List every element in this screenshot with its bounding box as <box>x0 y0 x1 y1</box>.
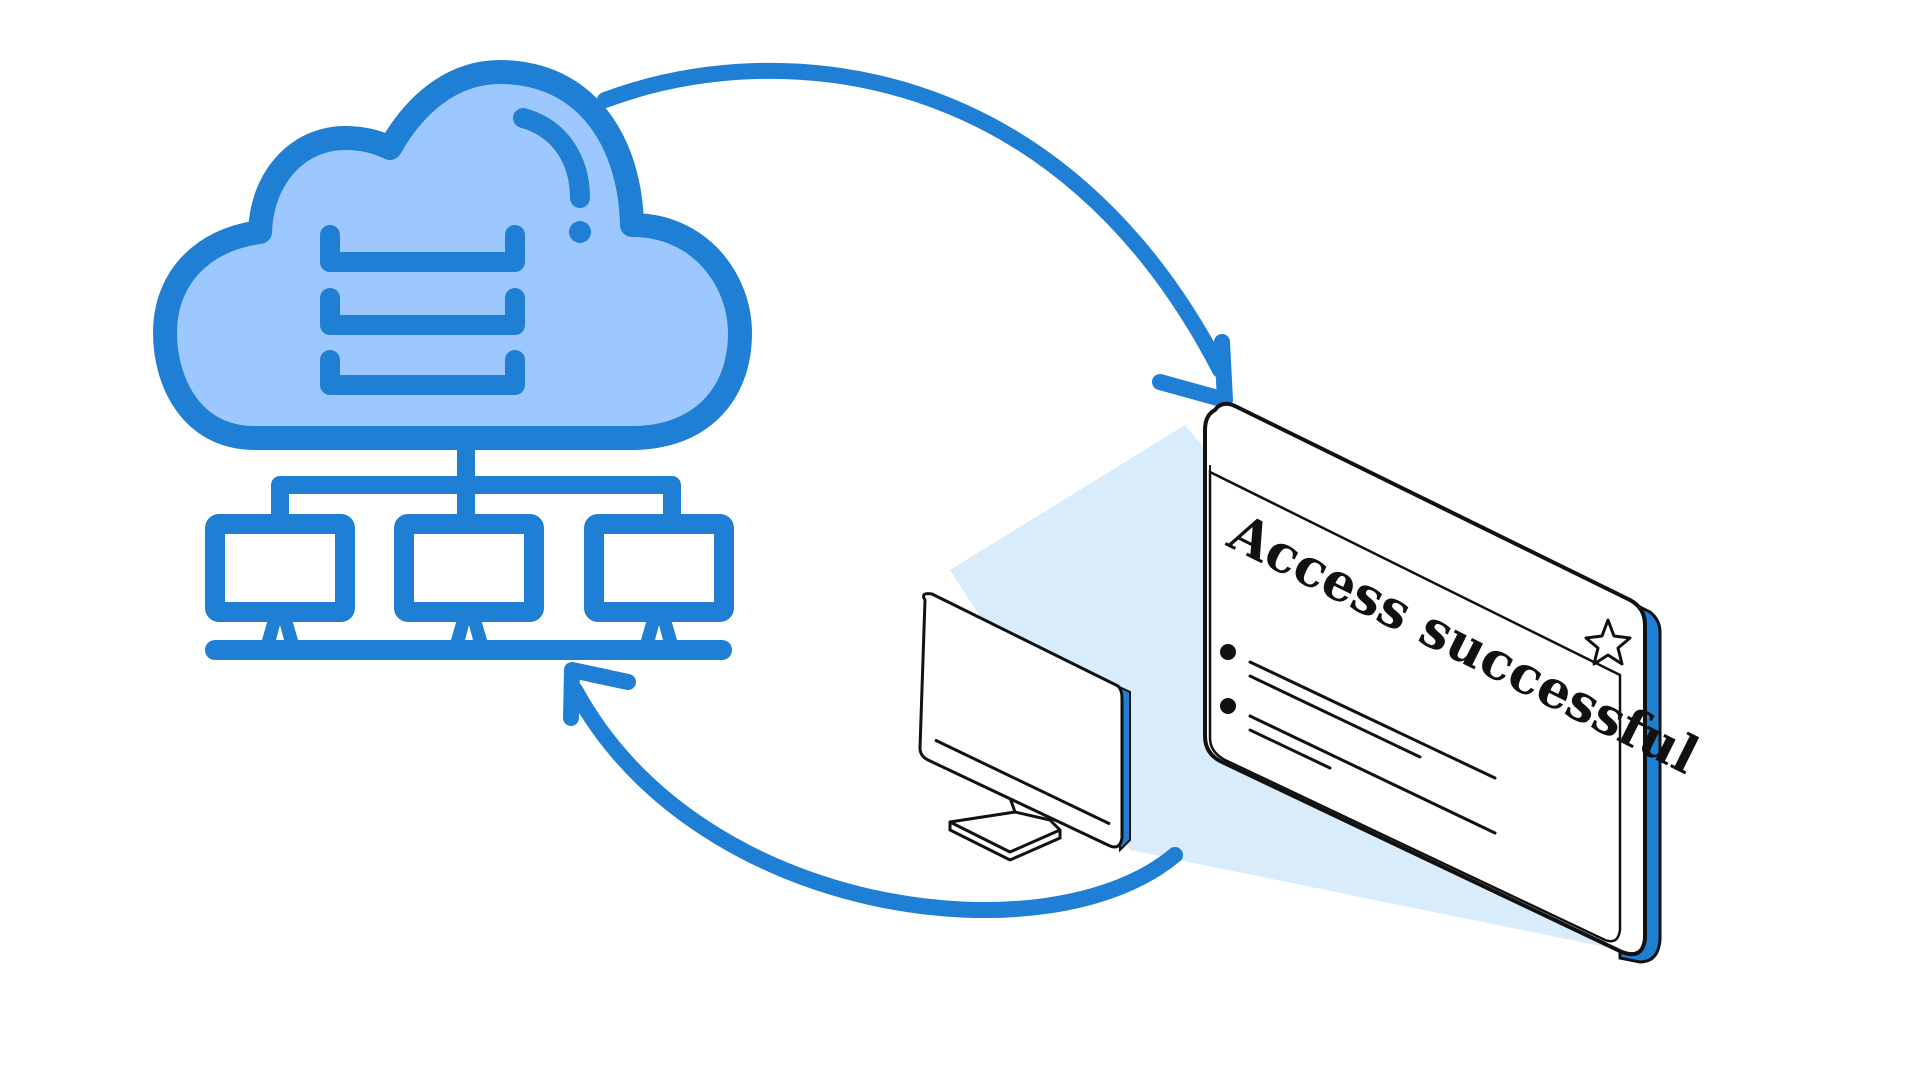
star-icon <box>1584 618 1632 666</box>
server-stack-icon <box>320 225 525 395</box>
network-monitor-icon <box>205 514 734 622</box>
network-connector <box>271 448 681 525</box>
arrow-screen-to-cloud <box>563 662 1183 918</box>
cloud-server-icon <box>153 60 752 660</box>
content-list <box>1220 644 1497 835</box>
desktop-monitor-icon <box>918 592 1131 862</box>
arrow-cloud-to-screen <box>597 62 1233 408</box>
